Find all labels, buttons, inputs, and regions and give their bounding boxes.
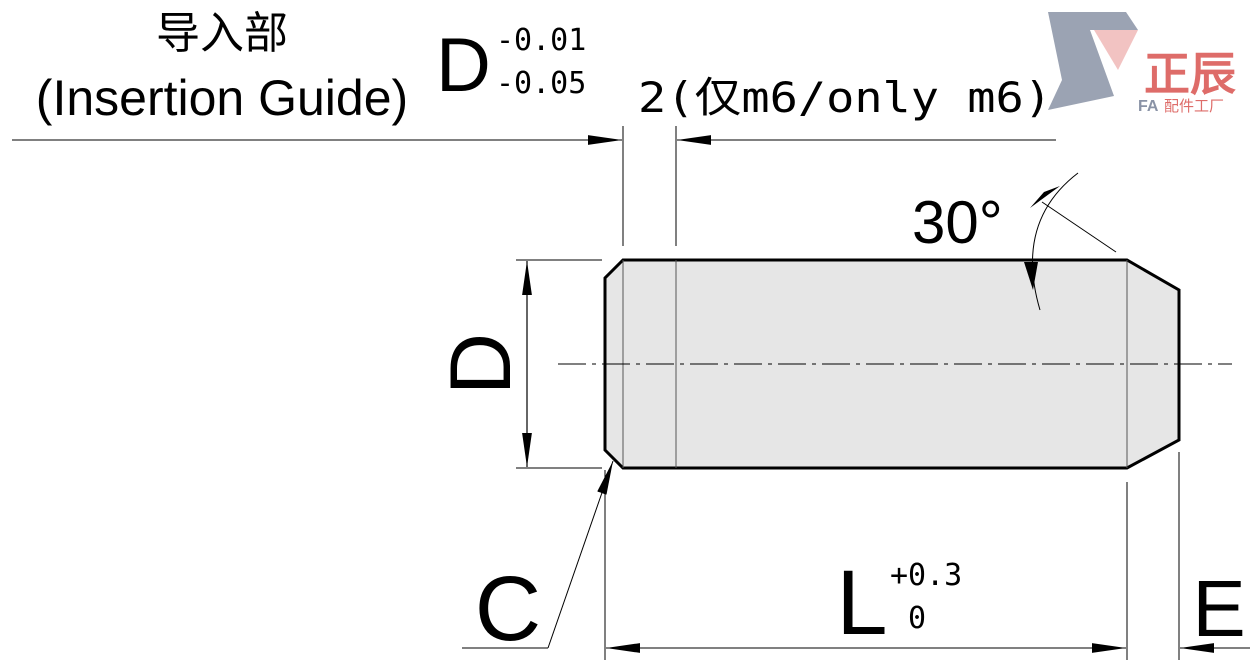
angle-arrow-lower [1024, 262, 1038, 290]
e-label: E [1192, 564, 1245, 653]
l-tolerance-lower: 0 [908, 601, 926, 636]
angle-label: 30° [912, 189, 1003, 256]
logo-z-icon [1048, 12, 1138, 110]
d-tolerance-lower: -0.05 [496, 66, 586, 101]
l-tolerance-upper: +0.3 [890, 558, 962, 593]
d-tolerance-upper: -0.01 [496, 23, 586, 58]
logo-z-accent [1094, 30, 1138, 70]
angle-reference-line [1041, 201, 1117, 253]
logo-brand-sub: 配件工厂 [1164, 97, 1224, 115]
logo-brand-fa: FA [1138, 98, 1159, 115]
insertion-guide-cn-label: 导入部 [156, 8, 288, 59]
m6-note-label: 2(仅m6/only m6) [638, 73, 1052, 122]
angle-arc [1032, 172, 1079, 311]
l-symbol-label: L [836, 552, 887, 654]
logo-brand-cn: 正辰 [1144, 47, 1236, 101]
angle-arrow-upper [1030, 186, 1060, 208]
insertion-guide-en-label: (Insertion Guide) [36, 70, 408, 126]
d-side-label: D [433, 333, 529, 395]
c-leader-line [547, 460, 614, 649]
brand-logo: 正辰 FA 配件工厂 [1048, 12, 1236, 115]
chamfer-c-label: C [475, 558, 541, 660]
d-tolerance-symbol: D [436, 23, 491, 108]
